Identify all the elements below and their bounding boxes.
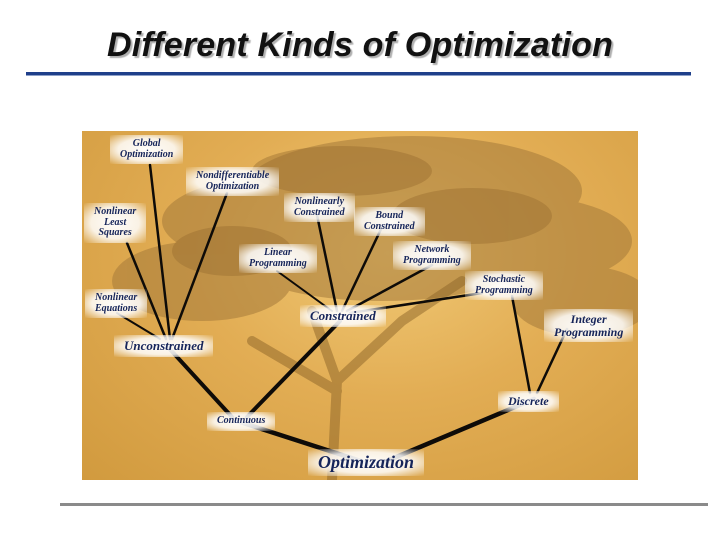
node-linear-programming: Linear Programming <box>239 244 317 273</box>
branch-constrained-linear <box>276 270 333 312</box>
node-integer-programming: Integer Programming <box>544 309 634 343</box>
branch-continuous-unconstrained <box>165 344 234 419</box>
branch-discrete-stochastic <box>510 294 532 395</box>
optimization-tree-diagram: Global Optimization Nondifferentiable Op… <box>82 131 638 480</box>
branch-unconstrained-nondiff <box>170 191 229 341</box>
node-nondifferentiable-optimization: Nondifferentiable Optimization <box>186 167 280 196</box>
node-global-optimization: Global Optimization <box>110 135 184 164</box>
node-network-programming: Network Programming <box>393 241 471 270</box>
branch-constrained-bound <box>340 225 384 313</box>
node-constrained: Constrained <box>300 305 386 327</box>
node-nonlinearly-constrained: Nonlinearly Constrained <box>284 193 355 222</box>
node-unconstrained: Unconstrained <box>114 335 214 357</box>
node-stochastic-programming: Stochastic Programming <box>465 271 543 300</box>
node-nonlinear-equations: Nonlinear Equations <box>85 289 148 318</box>
node-bound-constrained: Bound Constrained <box>354 207 425 236</box>
bottom-rule <box>60 503 708 506</box>
title-rule <box>26 72 691 75</box>
branch-unconstrained-global <box>148 163 172 341</box>
node-nonlinear-least-squares: Nonlinear Least Squares <box>84 203 147 243</box>
node-optimization: Optimization <box>308 449 425 476</box>
slide-title: Different Kinds of Optimization <box>106 26 614 64</box>
branch-constrained-network <box>345 263 434 313</box>
branch-constrained-nlcons <box>315 213 339 313</box>
branch-continuous-constrained <box>245 319 342 419</box>
node-discrete: Discrete <box>498 391 559 412</box>
node-continuous: Continuous <box>207 412 276 431</box>
